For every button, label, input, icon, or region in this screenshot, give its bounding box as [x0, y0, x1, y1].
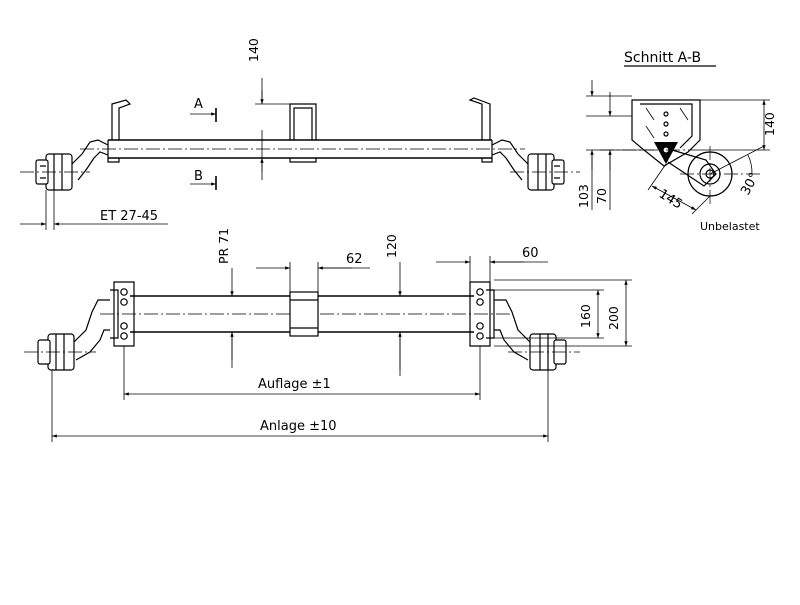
section-view: Schnitt A-B 30° 145 140: [576, 50, 777, 233]
section-dim-140: 140: [762, 112, 777, 136]
front-auflage: Auflage ±1: [258, 377, 331, 392]
section-dim-103: 103: [576, 184, 591, 208]
front-anlage: Anlage ±10: [260, 419, 337, 434]
section-state-label: Unbelastet: [700, 220, 760, 233]
front-view: PR 71 62 120 60 160 200 Auflage: [24, 228, 632, 442]
front-pr-label: PR 71: [216, 228, 231, 264]
front-dim-120: 120: [384, 234, 399, 258]
section-dim-70: 70: [594, 188, 609, 204]
section-title: Schnitt A-B: [624, 50, 701, 66]
section-angle: 30°: [738, 170, 762, 197]
front-dim-200: 200: [606, 306, 621, 330]
front-dim-62: 62: [346, 252, 363, 267]
et-label: ET 27-45: [100, 209, 158, 224]
cut-label-b: B: [194, 169, 203, 184]
front-dim-60: 60: [522, 246, 539, 261]
cut-label-a: A: [194, 97, 203, 112]
front-dim-160: 160: [578, 304, 593, 328]
top-dim-140: 140: [246, 38, 261, 62]
top-view: A B 140 ET 27-45: [20, 38, 580, 230]
